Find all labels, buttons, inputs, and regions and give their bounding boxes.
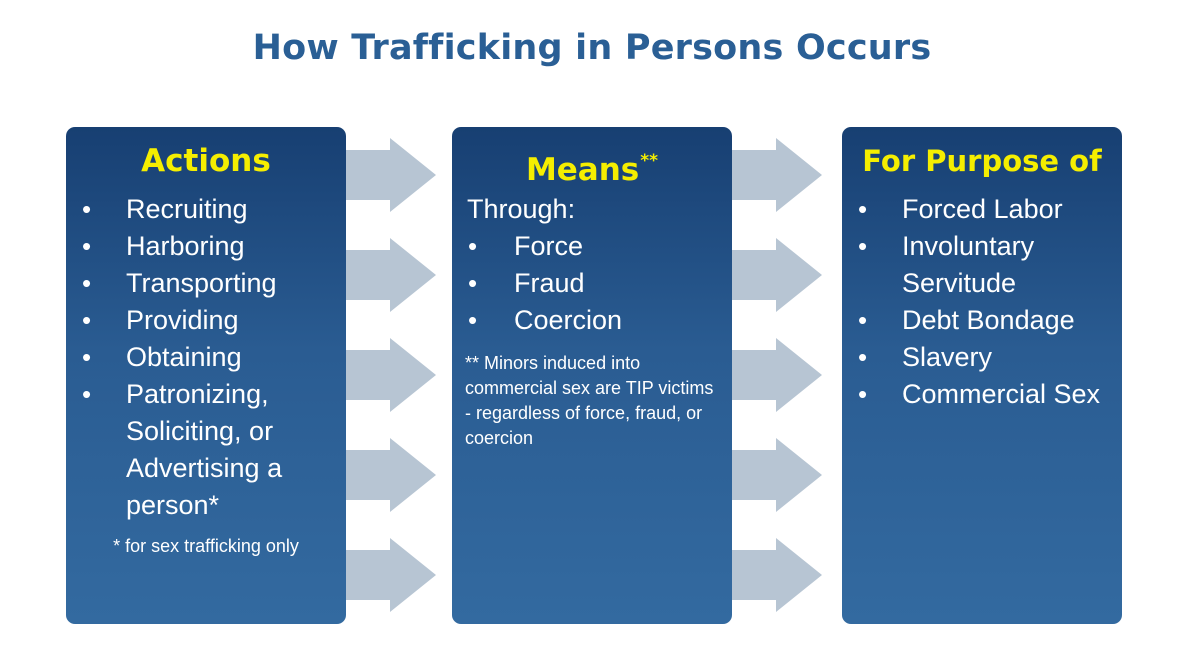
arrow-right-icon bbox=[732, 338, 822, 412]
purpose-heading: For Purpose of bbox=[862, 144, 1102, 178]
actions-box: Actions Recruiting Harboring Transportin… bbox=[66, 127, 346, 624]
purpose-list: Forced Labor Involuntary Servitude Debt … bbox=[842, 191, 1122, 413]
list-item: Coercion bbox=[452, 302, 732, 339]
list-item: Providing bbox=[66, 302, 346, 339]
list-item: Obtaining bbox=[66, 339, 346, 376]
means-heading-mark: ** bbox=[640, 151, 659, 171]
arrow-right-icon bbox=[346, 238, 436, 312]
purpose-box: For Purpose of Forced Labor Involuntary … bbox=[842, 127, 1122, 624]
page-title: How Trafficking in Persons Occurs bbox=[252, 28, 932, 68]
list-item: Transporting bbox=[66, 265, 346, 302]
list-item: Fraud bbox=[452, 265, 732, 302]
list-item: Recruiting bbox=[66, 191, 346, 228]
arrow-right-icon bbox=[346, 538, 436, 612]
means-heading: Means** bbox=[452, 143, 732, 188]
arrow-right-icon bbox=[732, 138, 822, 212]
list-item: Commercial Sex bbox=[842, 376, 1122, 413]
list-item: Harboring bbox=[66, 228, 346, 265]
list-item: Force bbox=[452, 228, 732, 265]
means-heading-text: Means bbox=[525, 152, 640, 188]
means-list: Force Fraud Coercion bbox=[452, 228, 732, 339]
arrow-right-icon bbox=[732, 238, 822, 312]
arrow-right-icon bbox=[732, 438, 822, 512]
list-item: Debt Bondage bbox=[842, 302, 1122, 339]
arrow-right-icon bbox=[732, 538, 822, 612]
means-note: ** Minors induced into commercial sex ar… bbox=[465, 353, 714, 448]
actions-footnote: * for sex trafficking only bbox=[113, 536, 299, 556]
means-intro: Through: bbox=[467, 194, 576, 224]
actions-heading: Actions bbox=[141, 143, 271, 179]
list-item: Patronizing, Soliciting, or Advertising … bbox=[66, 376, 346, 524]
actions-list: Recruiting Harboring Transporting Provid… bbox=[66, 191, 346, 524]
list-item: Slavery bbox=[842, 339, 1122, 376]
arrow-right-icon bbox=[346, 338, 436, 412]
arrow-right-icon bbox=[346, 138, 436, 212]
means-box: Means** Through: Force Fraud Coercion **… bbox=[452, 127, 732, 624]
list-item: Involuntary Servitude bbox=[842, 228, 1122, 302]
list-item: Forced Labor bbox=[842, 191, 1122, 228]
arrow-right-icon bbox=[346, 438, 436, 512]
